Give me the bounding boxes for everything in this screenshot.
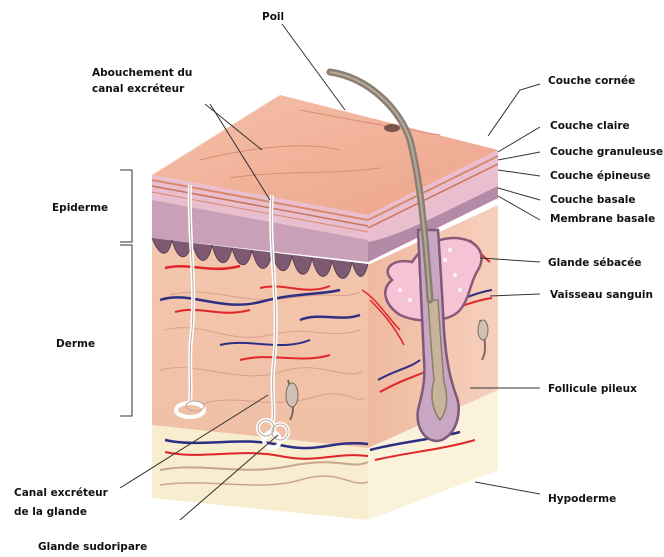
- label-glande-sebacee: Glande sébacée: [548, 257, 642, 269]
- label-canal-glande-2: de la glande: [14, 506, 87, 518]
- label-poil: Poil: [262, 11, 284, 23]
- label-couche-basale: Couche basale: [550, 194, 636, 206]
- label-follicule-pileux: Follicule pileux: [548, 383, 637, 395]
- label-couche-cornee: Couche cornée: [548, 75, 635, 87]
- label-glande-sudoripare: Glande sudoripare: [38, 541, 147, 553]
- label-couche-granuleuse: Couche granuleuse: [550, 146, 663, 158]
- label-hypoderme: Hypoderme: [548, 493, 616, 505]
- label-couche-epineuse: Couche épineuse: [550, 170, 651, 182]
- label-vaisseau-sanguin: Vaisseau sanguin: [550, 289, 653, 301]
- label-couche-claire: Couche claire: [550, 120, 630, 132]
- label-abouchement-1: Abouchement du: [92, 67, 192, 79]
- label-epiderme: Epiderme: [52, 202, 108, 214]
- label-canal-glande-1: Canal excréteur: [14, 487, 109, 499]
- label-derme: Derme: [56, 338, 95, 350]
- label-membrane-basale: Membrane basale: [550, 213, 655, 225]
- label-abouchement-2: canal excréteur: [92, 83, 185, 95]
